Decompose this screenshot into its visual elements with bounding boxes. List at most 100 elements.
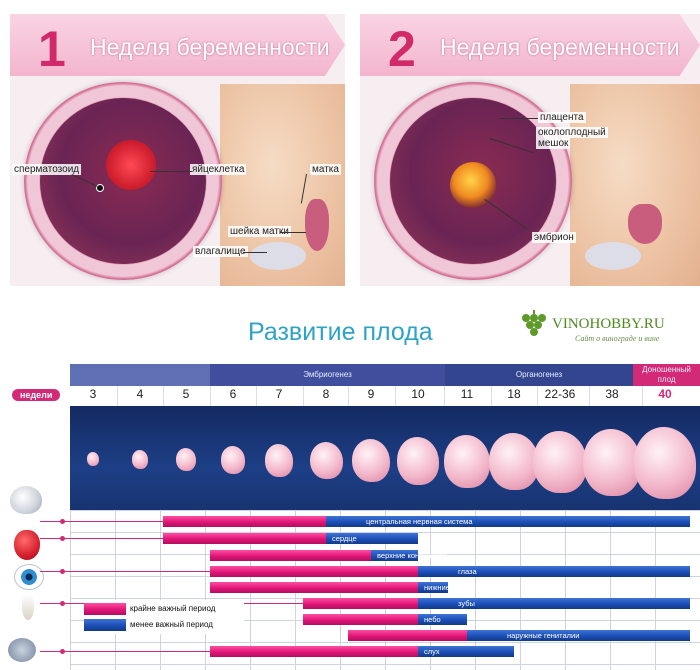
label-egg: яйцеклетка [190, 164, 247, 175]
legend-label-critical: крайне важный период [130, 604, 216, 613]
period-organogenesis: Органогенез [515, 370, 563, 379]
label-uterus: матка [310, 164, 341, 175]
week-tick: 40 [658, 387, 672, 401]
week-1-title: Неделя беременности [90, 34, 330, 60]
amniotic-sac [450, 162, 496, 208]
egg-cell [106, 140, 156, 190]
fetus-figure [582, 428, 642, 496]
less-important-bar [326, 516, 690, 527]
organ-label: небо [424, 615, 441, 624]
critical-bar [303, 614, 418, 625]
week-1-panel: 1 Неделя беременности сперматозоид яйцек… [10, 14, 345, 286]
critical-bar [210, 582, 418, 593]
leader-egg [150, 171, 192, 172]
week-tick: 22-36 [544, 387, 576, 401]
period-segment-fullterm [633, 364, 700, 386]
period-embryogenesis: Эмбриогенез [303, 370, 352, 379]
pointer-line [40, 521, 163, 522]
page-title: Развитие плода [248, 318, 433, 346]
pointer-line [40, 651, 210, 652]
legend-swatch-less [84, 619, 126, 631]
legend-label-less: менее важный период [130, 620, 213, 629]
week-tick: 8 [322, 387, 330, 401]
organ-label: глаза [458, 567, 477, 576]
fetus-figure [533, 431, 587, 494]
pelvis-illustration-2 [585, 242, 641, 270]
leader-cervix [280, 232, 306, 233]
week-tick: 10 [411, 387, 425, 401]
week-tick: 7 [275, 387, 283, 401]
critical-bar [163, 516, 326, 527]
leader-placenta [500, 118, 538, 119]
legend-swatch-critical [84, 603, 126, 615]
uterus-illustration-2 [628, 204, 662, 244]
eye-icon [14, 564, 44, 590]
fetus-figure [309, 441, 343, 480]
less-important-bar [418, 646, 514, 657]
fetus-figure [87, 452, 99, 466]
legend: крайне важный период менее важный период [84, 600, 244, 634]
brain-icon [10, 486, 42, 514]
fetus-figure [397, 437, 439, 485]
heart-icon [14, 530, 40, 560]
fetus-figure [489, 433, 539, 491]
label-amniotic: околоплодный [536, 127, 608, 138]
week-1-number: 1 [38, 21, 66, 77]
label-sperm: сперматозоид [12, 164, 82, 175]
fetus-figure [352, 439, 390, 483]
logo-name[interactable]: VINOHOBBY.RU [552, 316, 665, 332]
period-segment-organogenesis [445, 364, 633, 386]
organ-label: верхние конечности [377, 551, 447, 560]
uterus-illustration [305, 199, 329, 251]
label-placenta: плацента [538, 112, 586, 123]
organ-label: наружные гениталии [507, 631, 580, 640]
critical-bar [210, 550, 371, 561]
week-tick: 18 [507, 387, 521, 401]
tooth-icon [22, 594, 34, 620]
grape-icon [522, 310, 546, 336]
week-2-panel: 2 Неделя беременности плацента околоплод… [360, 14, 700, 286]
less-important-bar [467, 630, 690, 641]
less-important-bar [326, 533, 418, 544]
fetus-figure [444, 435, 490, 488]
label-vagina: влагалище [193, 246, 248, 257]
fetus-figure [175, 447, 197, 472]
less-important-bar [418, 614, 467, 625]
weeks-label: недели [12, 389, 61, 401]
critical-bar [303, 598, 418, 609]
critical-bar [210, 566, 418, 577]
organ-label: слух [424, 647, 440, 656]
week-2-banner [360, 14, 700, 76]
less-important-bar [418, 566, 690, 577]
critical-bar [163, 533, 326, 544]
less-important-bar [418, 582, 448, 593]
week-1-banner [10, 14, 345, 76]
week-2-number: 2 [388, 21, 416, 77]
pointer-line [40, 571, 210, 572]
weeks-row [0, 386, 700, 406]
less-important-bar [418, 598, 690, 609]
label-cervix: шейка матки [228, 226, 291, 237]
ear-icon [8, 638, 36, 662]
week-tick: 5 [182, 387, 190, 401]
organ-label: центральная нервная система [366, 517, 473, 526]
period-segment-embryogenesis [210, 364, 445, 386]
week-tick: 6 [229, 387, 237, 401]
fetus-figure [633, 426, 697, 499]
organ-label: зубы [458, 599, 475, 608]
less-important-bar [371, 550, 418, 561]
period-fullterm: Доношенный плод [642, 365, 691, 384]
pointer-line [40, 538, 163, 539]
week-tick: 4 [136, 387, 144, 401]
fetus-figure [131, 449, 149, 469]
week-tick: 11 [460, 387, 474, 401]
label-sac: мешок [536, 138, 571, 149]
organ-label: сердце [332, 534, 357, 543]
fetus-figure [220, 445, 246, 474]
logo-tagline: Сайт о винограде и вине [575, 334, 660, 343]
critical-bar [348, 630, 467, 641]
critical-bar [210, 646, 418, 657]
organ-label: нижние конечности [424, 583, 492, 592]
fetus-figure [264, 443, 294, 477]
week-2-title: Неделя беременности [440, 34, 680, 60]
